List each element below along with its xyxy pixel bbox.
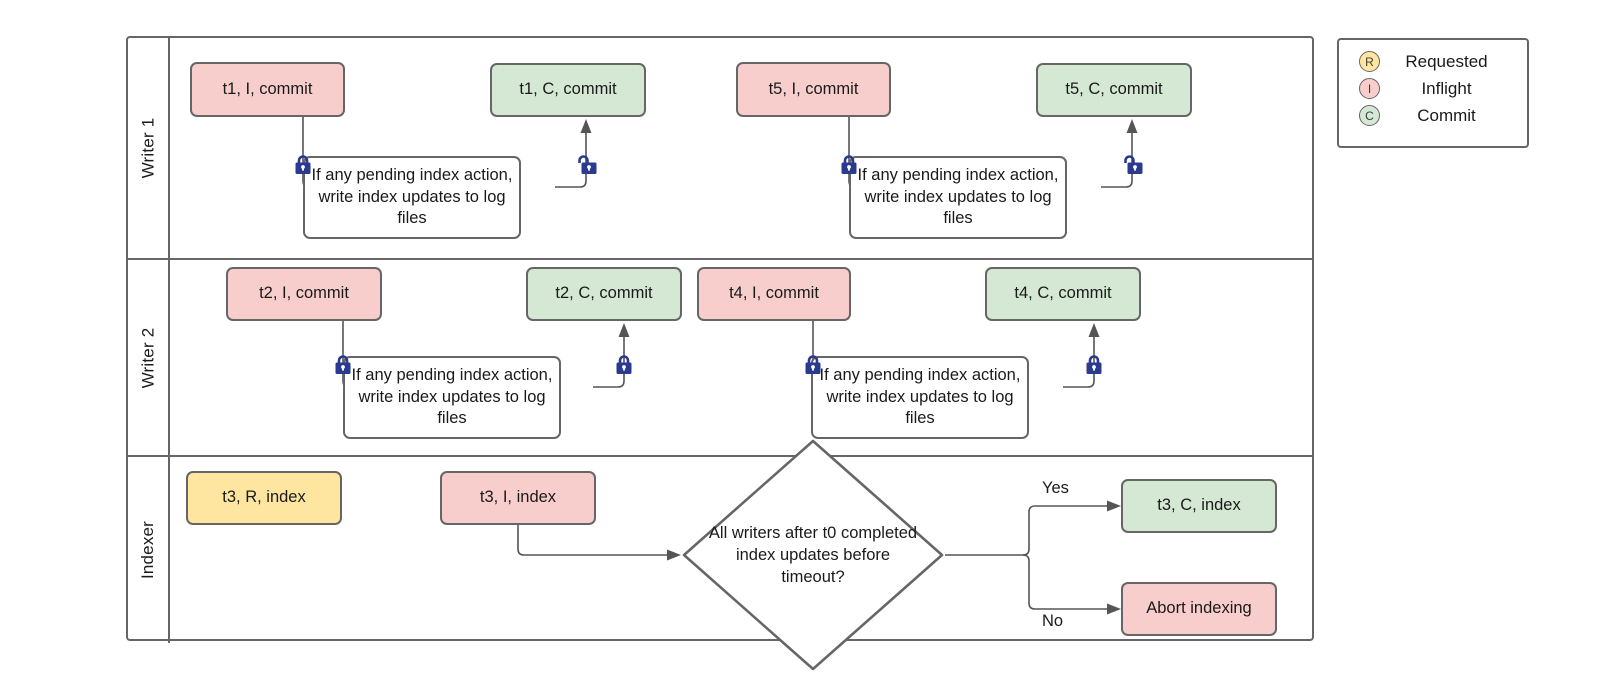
edge-label-yes: Yes: [1042, 479, 1069, 497]
node-ix-t3-inflight[interactable]: t3, I, index: [440, 471, 596, 525]
lock-open-icon: [1122, 154, 1143, 176]
legend-item-requested: R Requested: [1339, 48, 1527, 75]
swimlane-body-indexer: t3, R, index t3, I, index All writers af…: [170, 439, 1312, 671]
swimlane-header-writer-2: Writer 2: [128, 260, 170, 455]
node-w2-t4-commit[interactable]: t4, C, commit: [985, 267, 1141, 321]
node-w1-t5-commit[interactable]: t5, C, commit: [1036, 63, 1192, 117]
node-ix-t3-commit[interactable]: t3, C, index: [1121, 479, 1277, 533]
legend-item-commit: C Commit: [1339, 102, 1527, 129]
legend: R Requested I Inflight C Commit: [1337, 38, 1529, 148]
lock-closed-icon: [1084, 354, 1104, 376]
legend-badge-commit-icon: C: [1359, 105, 1380, 126]
swimlane-body-writer-1: t1, I, commit t1, C, commit If any pendi…: [170, 38, 1312, 258]
node-ix-decision[interactable]: All writers after t0 completed index upd…: [680, 437, 946, 673]
node-w1-process-2[interactable]: If any pending index action, write index…: [849, 156, 1067, 239]
node-ix-t3-requested[interactable]: t3, R, index: [186, 471, 342, 525]
swimlane-container: Writer 1 t1, I, commit: [126, 36, 1314, 671]
legend-label-inflight: Inflight: [1421, 78, 1472, 98]
legend-item-inflight: I Inflight: [1339, 75, 1527, 102]
lock-closed-icon: [333, 354, 353, 376]
node-ix-abort[interactable]: Abort indexing: [1121, 582, 1277, 636]
node-w1-t5-inflight[interactable]: t5, I, commit: [736, 62, 891, 117]
lock-closed-icon: [614, 354, 634, 376]
node-w2-t2-commit[interactable]: t2, C, commit: [526, 267, 682, 321]
swimlane-indexer: Indexer t3, R, index t3, I,: [128, 439, 1312, 671]
node-w1-t1-inflight[interactable]: t1, I, commit: [190, 62, 345, 117]
lock-closed-icon: [293, 154, 313, 176]
legend-badge-requested-icon: R: [1359, 51, 1380, 72]
legend-label-requested: Requested: [1405, 51, 1488, 71]
node-w2-t2-inflight[interactable]: t2, I, commit: [226, 267, 382, 321]
swimlane-label-writer-2: Writer 2: [138, 327, 158, 388]
node-w2-t4-inflight[interactable]: t4, I, commit: [697, 267, 851, 321]
swimlane-writer-2: Writer 2 t2, I, commit: [128, 260, 1312, 457]
node-w2-process-2[interactable]: If any pending index action, write index…: [811, 356, 1029, 439]
node-w2-process-1[interactable]: If any pending index action, write index…: [343, 356, 561, 439]
swimlane-header-indexer: Indexer: [128, 457, 170, 643]
node-w1-process-1[interactable]: If any pending index action, write index…: [303, 156, 521, 239]
swimlane-writer-1: Writer 1 t1, I, commit: [128, 38, 1312, 260]
node-w1-t1-commit[interactable]: t1, C, commit: [490, 63, 646, 117]
legend-badge-inflight-icon: I: [1359, 78, 1380, 99]
legend-label-commit: Commit: [1417, 105, 1476, 125]
swimlane-header-writer-1: Writer 1: [128, 38, 170, 258]
swimlane-label-indexer: Indexer: [138, 520, 158, 580]
swimlane-label-writer-1: Writer 1: [138, 117, 158, 179]
lock-closed-icon: [839, 154, 859, 176]
lock-closed-icon: [803, 354, 823, 376]
swimlane-body-writer-2: t2, I, commit t2, C, commit If any pendi…: [170, 260, 1312, 455]
lock-open-icon: [576, 154, 597, 176]
edge-label-no: No: [1042, 612, 1064, 630]
